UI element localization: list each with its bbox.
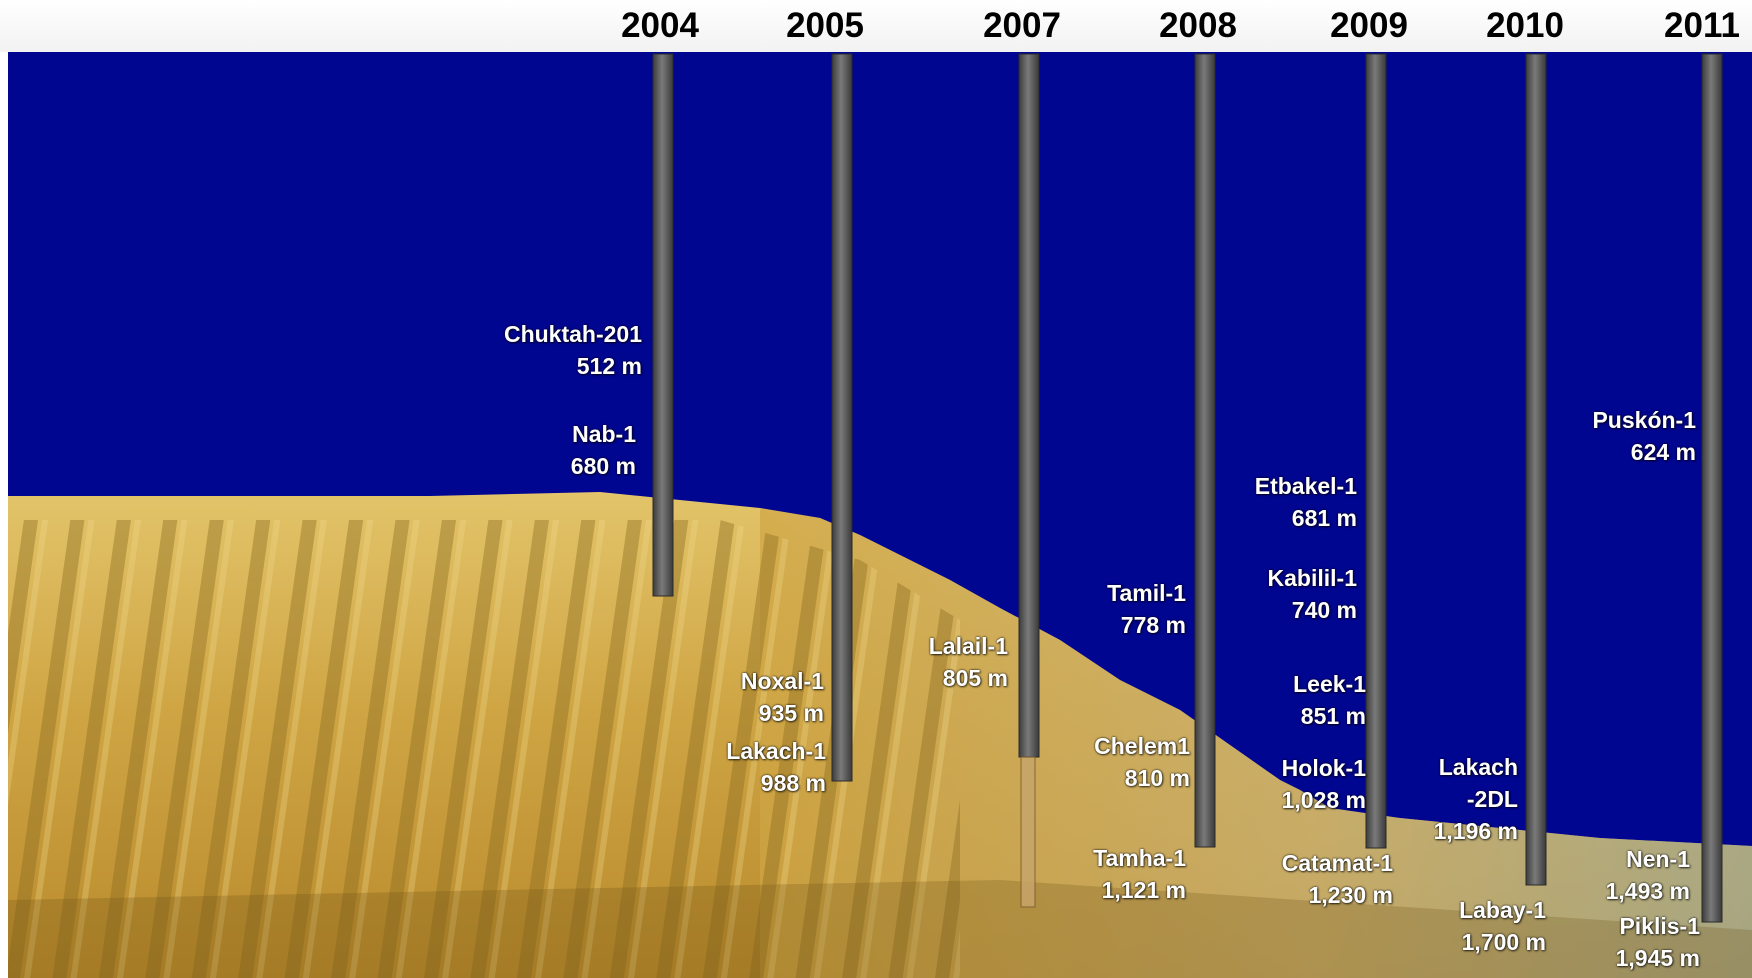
well-label-tamil-1: Tamil-1 778 m <box>1107 577 1186 641</box>
pipe-2005 <box>831 53 853 782</box>
well-label-catamat-1: Catamat-1 1,230 m <box>1282 847 1393 911</box>
well-name: Chelem1 <box>1094 733 1190 759</box>
well-label-lakach-2dl: Lakach -2DL 1,196 m <box>1434 751 1518 847</box>
well-name: Tamha-1 <box>1093 845 1186 871</box>
well-name: Kabilil-1 <box>1267 565 1357 591</box>
well-depth: 778 m <box>1120 612 1186 638</box>
well-label-nen-1: Nen-1 1,493 m <box>1606 843 1690 907</box>
year-label-2007: 2007 <box>983 6 1061 45</box>
well-label-nab-1: Nab-1 680 m <box>571 418 636 482</box>
well-depth: 851 m <box>1300 703 1366 729</box>
well-label-lalail-1: Lalail-1 805 m <box>929 630 1008 694</box>
well-name: Chuktah-201 <box>503 321 642 347</box>
well-label-holok-1: Holok-1 1,028 m <box>1282 752 1366 816</box>
well-name: Piklis-1 <box>1619 913 1700 939</box>
pipe-2008 <box>1194 53 1216 848</box>
well-name: Nen-1 <box>1626 846 1690 872</box>
well-name: Puskón-1 <box>1592 407 1696 433</box>
well-name: Etbakel-1 <box>1254 473 1357 499</box>
well-name: Labay-1 <box>1459 897 1546 923</box>
well-label-chelem1: Chelem1 810 m <box>1094 730 1190 794</box>
year-label-2009: 2009 <box>1330 6 1408 45</box>
year-label-2005: 2005 <box>786 6 864 45</box>
pipe-2004 <box>652 53 674 597</box>
seafloor-slope-shade <box>760 508 1752 978</box>
well-depth: 1,493 m <box>1605 878 1690 904</box>
well-depth: 740 m <box>1291 597 1357 623</box>
well-depth: 512 m <box>576 353 642 379</box>
well-name: Noxal-1 <box>740 668 824 694</box>
well-name: Lakach-1 <box>726 738 826 764</box>
year-header-bar <box>0 0 1752 52</box>
well-depth: 1,230 m <box>1308 882 1393 908</box>
pipe-2009 <box>1365 53 1387 849</box>
well-label-chuktah-201: Chuktah-201 512 m <box>504 318 642 382</box>
year-label-2010: 2010 <box>1486 6 1564 45</box>
well-label-piklis-1: Piklis-1 1,945 m <box>1616 910 1700 974</box>
well-name: Tamil-1 <box>1107 580 1186 606</box>
well-label-etbakel-1: Etbakel-1 681 m <box>1255 470 1357 534</box>
year-label-2004: 2004 <box>621 6 699 45</box>
drill-string-2007 <box>1020 756 1036 908</box>
well-name: Lakach <box>1438 754 1518 780</box>
well-label-kabilil-1: Kabilil-1 740 m <box>1268 562 1357 626</box>
pipe-2011 <box>1701 53 1723 923</box>
pipe-2007 <box>1018 53 1040 758</box>
well-depth: 1,945 m <box>1615 945 1700 971</box>
well-depth: 680 m <box>570 453 636 479</box>
seafloor-shadow <box>8 880 1752 978</box>
well-depth: 1,196 m <box>1433 818 1518 844</box>
well-depth: 1,700 m <box>1461 929 1546 955</box>
well-label-leek-1: Leek-1 851 m <box>1293 668 1366 732</box>
pipe-2010 <box>1525 53 1547 886</box>
well-label-noxal-1: Noxal-1 935 m <box>741 665 824 729</box>
well-name: Leek-1 <box>1293 671 1366 697</box>
well-label-labay-1: Labay-1 1,700 m <box>1459 894 1546 958</box>
well-depth: 810 m <box>1124 765 1190 791</box>
well-name: Holok-1 <box>1281 755 1366 781</box>
well-name: Lalail-1 <box>928 633 1008 659</box>
well-name: Nab-1 <box>572 421 636 447</box>
seafloor-ridges <box>8 520 960 978</box>
well-label-lakach-1: Lakach-1 988 m <box>726 735 826 799</box>
well-depth: 1,028 m <box>1281 787 1366 813</box>
well-depth: 681 m <box>1291 505 1357 531</box>
well-depth: 1,121 m <box>1101 877 1186 903</box>
well-pipes <box>652 53 1723 923</box>
year-label-2008: 2008 <box>1159 6 1237 45</box>
well-label-tamha-1: Tamha-1 1,121 m <box>1093 842 1186 906</box>
well-label-puskon-1: Puskón-1 624 m <box>1592 404 1696 468</box>
well-depth: 805 m <box>942 665 1008 691</box>
year-label-2011: 2011 <box>1664 6 1740 45</box>
well-name: Catamat-1 <box>1281 850 1393 876</box>
well-depth: 988 m <box>760 770 826 796</box>
well-name-suffix: -2DL <box>1466 786 1518 812</box>
well-depth: 624 m <box>1630 439 1696 465</box>
well-depth: 935 m <box>758 700 824 726</box>
